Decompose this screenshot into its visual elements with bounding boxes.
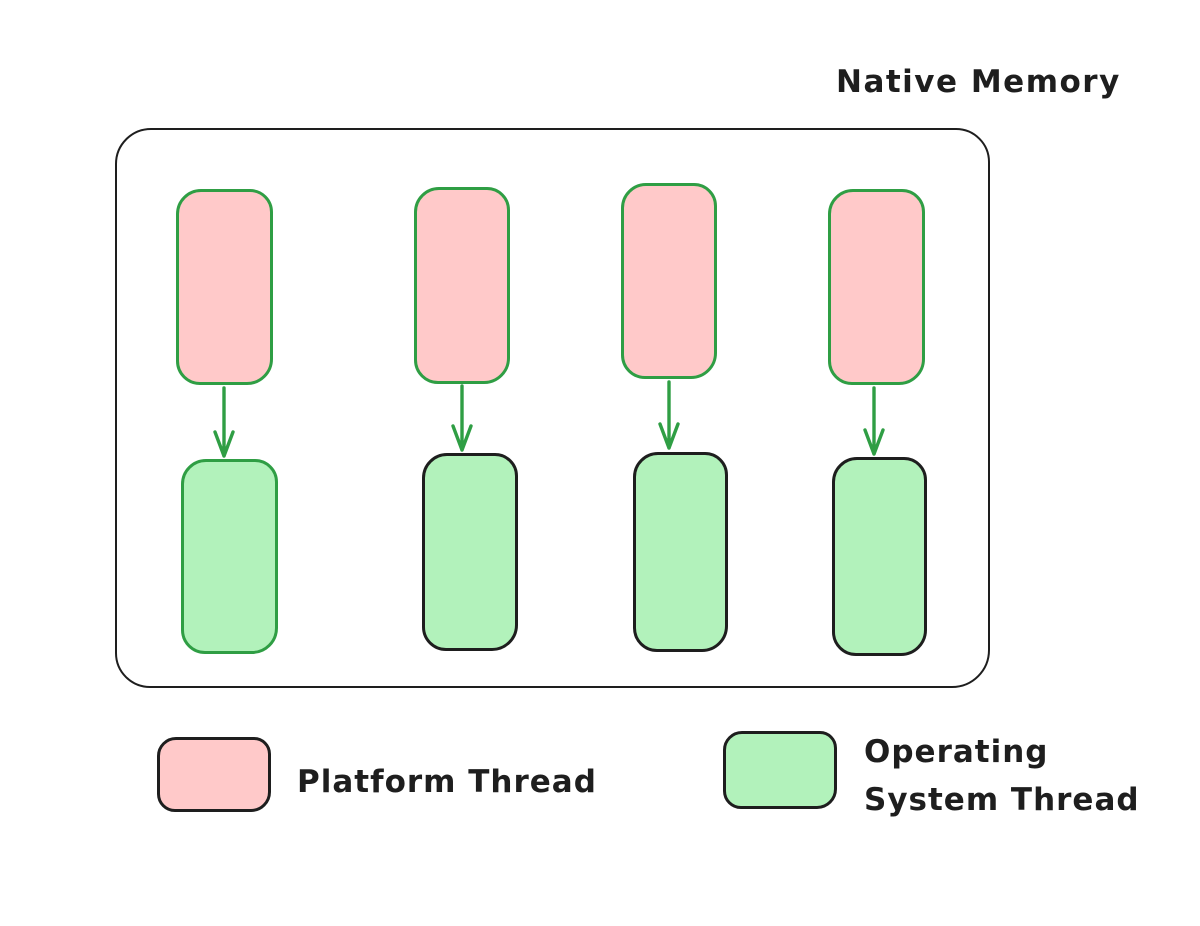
platform-thread-box bbox=[176, 189, 273, 385]
legend-swatch-platform-thread bbox=[157, 737, 271, 812]
os-thread-box bbox=[422, 453, 518, 651]
platform-thread-box bbox=[414, 187, 510, 384]
os-thread-box bbox=[181, 459, 278, 654]
legend-label-os-thread: Operating System Thread bbox=[864, 734, 1140, 818]
platform-thread-box bbox=[621, 183, 717, 379]
native-memory-container bbox=[115, 128, 990, 688]
native-memory-title: Native Memory bbox=[836, 64, 1121, 100]
os-thread-box bbox=[832, 457, 927, 656]
legend-label-platform-thread: Platform Thread bbox=[297, 764, 597, 800]
os-thread-box bbox=[633, 452, 728, 652]
arrow-down-icon bbox=[658, 380, 680, 450]
arrow-down-icon bbox=[863, 386, 885, 456]
arrow-down-icon bbox=[213, 386, 235, 458]
arrow-down-icon bbox=[451, 384, 473, 452]
legend-swatch-os-thread bbox=[723, 731, 837, 809]
platform-thread-box bbox=[828, 189, 925, 385]
